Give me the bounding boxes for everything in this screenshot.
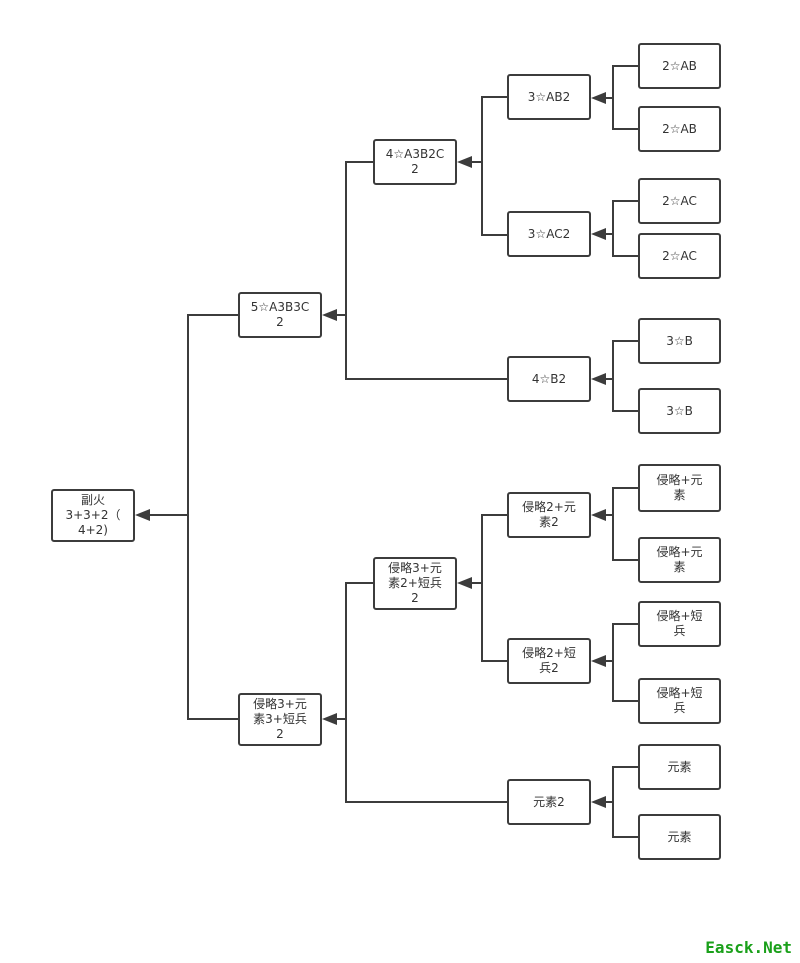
leaf-invade-short-2: 侵略+短 兵	[638, 678, 721, 724]
leaf-2star-ac-1: 2☆AC	[638, 178, 721, 224]
leaf-2star-ac-2: 2☆AC	[638, 233, 721, 279]
node-5star-a3b3c2: 5☆A3B3C 2	[238, 292, 322, 338]
node-4star-b2: 4☆B2	[507, 356, 591, 402]
leaf-3star-b-1: 3☆B	[638, 318, 721, 364]
node-invade3-elem2-short2: 侵略3+元 素2+短兵 2	[373, 557, 457, 610]
watermark: Easck.Net	[705, 938, 792, 957]
leaf-invade-elem-1: 侵略+元 素	[638, 464, 721, 512]
node-invade3-elem3-short2: 侵略3+元 素3+短兵 2	[238, 693, 322, 746]
leaf-elem-1: 元素	[638, 744, 721, 790]
node-invade2-short2: 侵略2+短 兵2	[507, 638, 591, 684]
root-node: 副火 3+3+2（ 4+2)	[51, 489, 135, 542]
root-node-label: 副火 3+3+2（ 4+2)	[65, 493, 121, 537]
node-3star-ac2: 3☆AC2	[507, 211, 591, 257]
node-3star-ab2: 3☆AB2	[507, 74, 591, 120]
node-4star-a3b2c2: 4☆A3B2C 2	[373, 139, 457, 185]
leaf-2star-ab-1: 2☆AB	[638, 43, 721, 89]
leaf-invade-short-1: 侵略+短 兵	[638, 601, 721, 647]
leaf-3star-b-2: 3☆B	[638, 388, 721, 434]
leaf-elem-2: 元素	[638, 814, 721, 860]
leaf-invade-elem-2: 侵略+元 素	[638, 537, 721, 583]
node-invade2-elem2: 侵略2+元 素2	[507, 492, 591, 538]
node-elem2: 元素2	[507, 779, 591, 825]
leaf-2star-ab-2: 2☆AB	[638, 106, 721, 152]
